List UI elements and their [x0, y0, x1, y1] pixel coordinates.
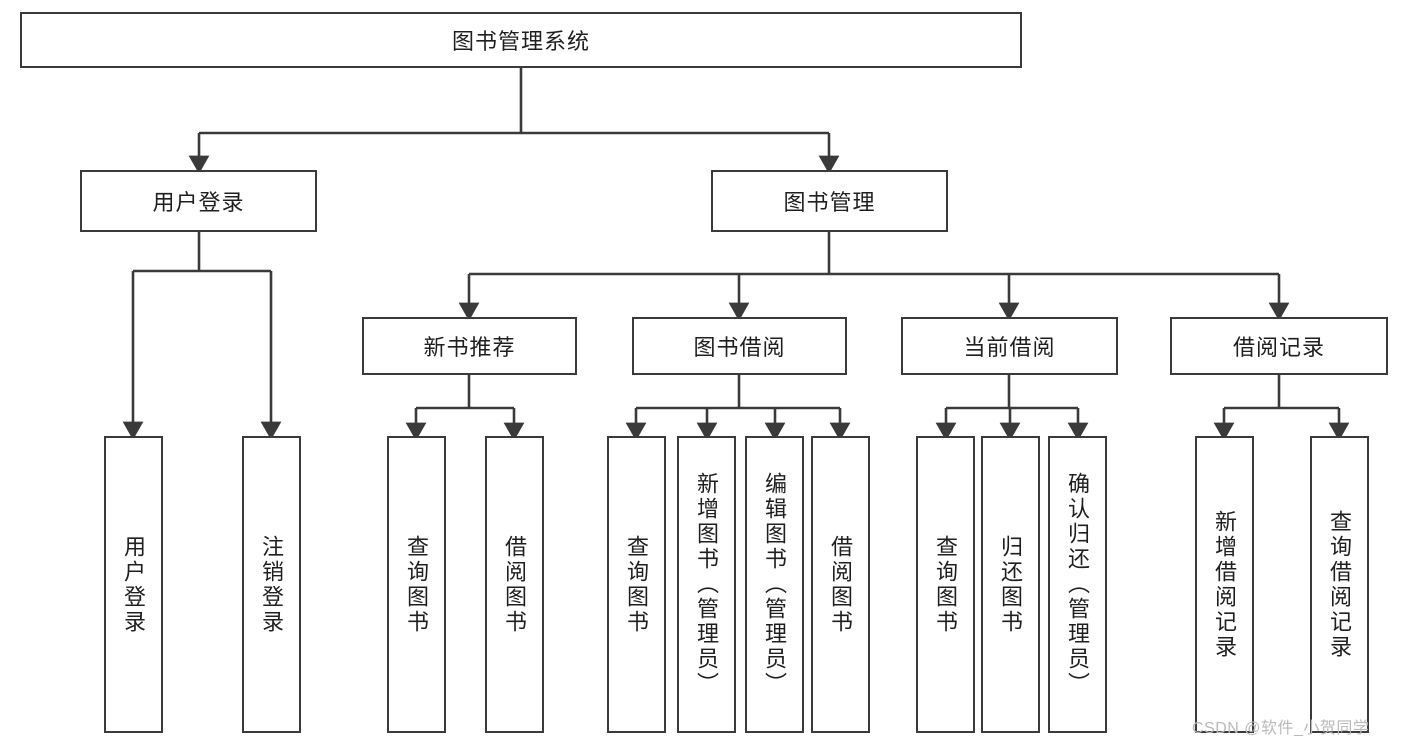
leaf-borrow-edit-book-admin[interactable]: 编辑图书（管理员）	[745, 436, 804, 733]
leaf-label: 查询借阅记录	[1327, 509, 1353, 660]
leaf-record-add-record[interactable]: 新增借阅记录	[1195, 436, 1254, 733]
leaf-label: 借阅图书	[828, 534, 854, 635]
leaf-current-query-book[interactable]: 查询图书	[916, 436, 975, 733]
leaf-current-return-book[interactable]: 归还图书	[981, 436, 1040, 733]
node-new-book-recommend[interactable]: 新书推荐	[362, 317, 577, 375]
leaf-label: 查询图书	[624, 534, 650, 635]
node-user-login-label: 用户登录	[152, 190, 245, 215]
node-current-borrow[interactable]: 当前借阅	[901, 317, 1118, 375]
node-book-management-label: 图书管理	[783, 190, 876, 215]
leaf-label: 注销登录	[259, 534, 285, 635]
leaf-label: 用户登录	[121, 534, 147, 635]
leaf-label: 新增图书（管理员）	[694, 472, 720, 697]
leaf-label: 确认归还（管理员）	[1065, 472, 1091, 697]
leaf-record-query-record[interactable]: 查询借阅记录	[1310, 436, 1369, 733]
node-current-borrow-label: 当前借阅	[963, 335, 1056, 360]
leaf-current-confirm-return-admin[interactable]: 确认归还（管理员）	[1048, 436, 1107, 733]
leaf-user-login-login[interactable]: 用户登录	[104, 436, 163, 733]
leaf-label: 查询图书	[933, 534, 959, 635]
leaf-label: 编辑图书（管理员）	[762, 472, 788, 697]
watermark: CSDN @软件_小贺同学	[1192, 720, 1370, 737]
node-root-label: 图书管理系统	[451, 29, 590, 54]
leaf-recommend-borrow-book[interactable]: 借阅图书	[485, 436, 544, 733]
leaf-label: 新增借阅记录	[1212, 509, 1238, 660]
leaf-label: 借阅图书	[502, 534, 528, 635]
node-borrow-record[interactable]: 借阅记录	[1170, 317, 1388, 375]
leaf-borrow-add-book-admin[interactable]: 新增图书（管理员）	[677, 436, 736, 733]
node-book-borrow[interactable]: 图书借阅	[632, 317, 847, 375]
leaf-borrow-query-book[interactable]: 查询图书	[607, 436, 666, 733]
leaf-label: 查询图书	[404, 534, 430, 635]
leaf-borrow-borrow-book[interactable]: 借阅图书	[811, 436, 870, 733]
node-book-management[interactable]: 图书管理	[711, 170, 948, 232]
leaf-recommend-query-book[interactable]: 查询图书	[387, 436, 446, 733]
leaf-user-login-logout[interactable]: 注销登录	[242, 436, 301, 733]
node-root[interactable]: 图书管理系统	[20, 12, 1022, 68]
node-user-login[interactable]: 用户登录	[80, 170, 317, 232]
leaf-label: 归还图书	[998, 534, 1024, 635]
node-book-borrow-label: 图书借阅	[693, 335, 786, 360]
node-borrow-record-label: 借阅记录	[1232, 335, 1325, 360]
node-new-book-recommend-label: 新书推荐	[423, 335, 516, 360]
